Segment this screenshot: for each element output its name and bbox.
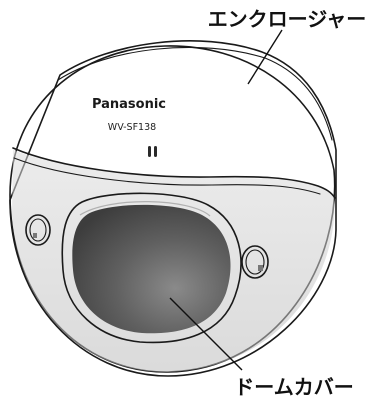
dome-cover-label: ドームカバー xyxy=(234,375,353,399)
indicator-slots-icon xyxy=(148,146,157,157)
enclosure-label: エンクロージャー xyxy=(208,7,367,31)
brand-label: Panasonic xyxy=(92,97,166,112)
model-label: WV-SF138 xyxy=(108,122,156,133)
enclosure-leader-line xyxy=(248,30,282,84)
brand-logo: Panasonic xyxy=(92,97,166,112)
